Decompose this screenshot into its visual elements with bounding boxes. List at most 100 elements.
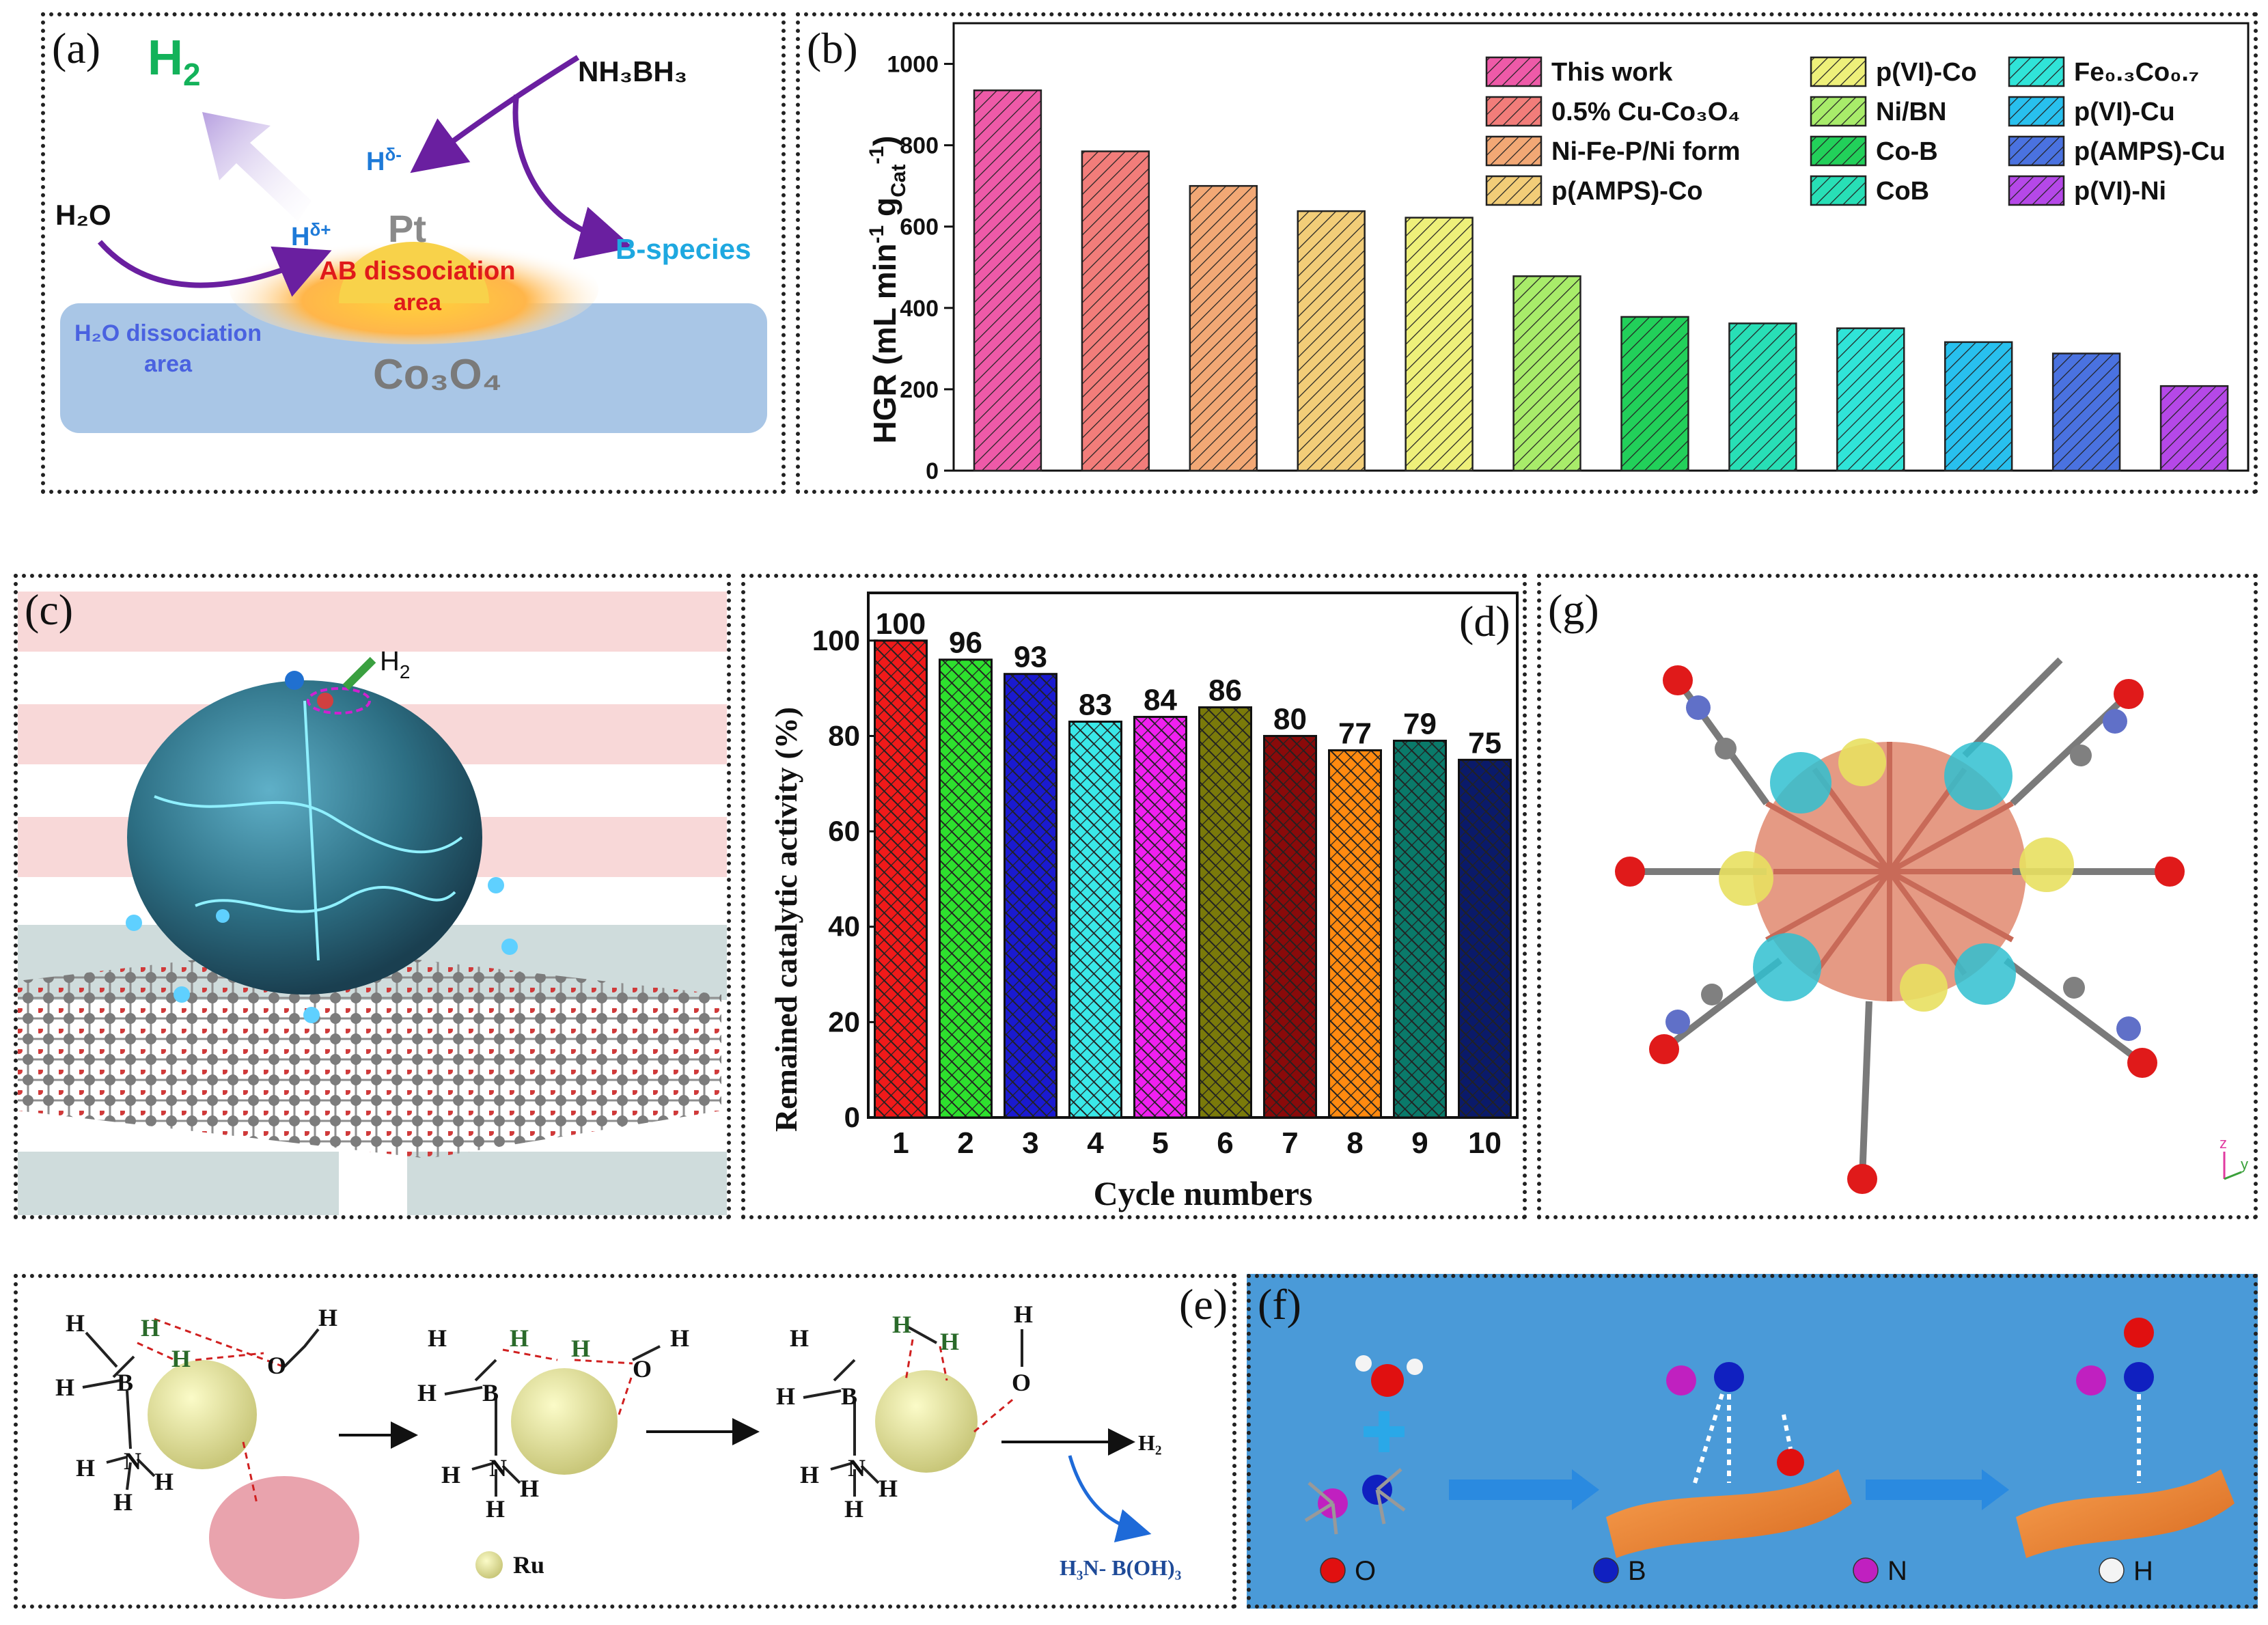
chart-b-legend-swatch: [1485, 56, 1543, 87]
chart-b-ylabel: HGR (mL min-1 gCat-1): [866, 136, 910, 444]
glow-1: [126, 915, 142, 931]
atom-h-e24: H: [1014, 1301, 1033, 1328]
arrow-f1-head: [1572, 1469, 1599, 1510]
h2o-text: H₂O: [55, 199, 111, 231]
panel-e-mechanism: H H B N H H H H H O H H H B N H H H H H …: [55, 1280, 1228, 1599]
chart-b-legend-swatch: [2008, 175, 2065, 206]
atom-n-3: [1665, 1010, 1690, 1034]
atom-o-e1: O: [267, 1352, 286, 1379]
atom-h-e5: H: [113, 1488, 133, 1516]
chart-d-data-label: 86: [1208, 674, 1242, 708]
atom-n-2: [2103, 709, 2127, 734]
atom-h-e15: H: [571, 1335, 590, 1362]
isosurface-6: [1900, 964, 1948, 1012]
s2-o: [2124, 1318, 2154, 1348]
ru-legend-sphere: [475, 1551, 503, 1579]
atom-o-7: [1847, 1164, 1877, 1194]
metal-nanoparticle: [127, 680, 482, 995]
chart-b-legend-label: Ni-Fe-P/Ni form: [1551, 137, 1741, 166]
h2o-area-text: H₂O dissociation: [74, 320, 262, 346]
chart-d-ytick-label: 20: [828, 1005, 860, 1038]
atom-h-e19: H: [800, 1461, 819, 1488]
ru-sphere-1: [148, 1360, 257, 1469]
h-minus-text: Hδ-: [366, 144, 402, 176]
chart-d-bar: [939, 658, 993, 1119]
chart-b-legend-swatch: [2008, 56, 2065, 87]
chart-d-xtick-label: 5: [1152, 1126, 1168, 1160]
chart-b-legend-label: p(VI)-Cu: [2074, 98, 2175, 126]
atom-h-e2: H: [55, 1374, 74, 1401]
chart-b-ytick-label: 600: [900, 214, 939, 240]
atom-o-1: [1663, 665, 1693, 695]
glow-4: [488, 877, 504, 893]
atom-h-e7: H: [171, 1345, 191, 1372]
chart-d-data-label: 100: [876, 607, 926, 641]
s1-dash: [1693, 1393, 1793, 1484]
chart-b-ytick-label: 1000: [887, 52, 939, 78]
plus-sign: [1364, 1411, 1405, 1452]
chart-d-xtick-label: 4: [1087, 1126, 1104, 1160]
atom-o-5: [1649, 1034, 1679, 1064]
bspecies-arrow: [512, 94, 633, 260]
chart-d-data-label: 80: [1273, 702, 1307, 736]
atom-h-e14: H: [510, 1324, 529, 1352]
chart-b-bar: [2051, 352, 2121, 472]
panel-a: (a) H2 NH₃BH₃ H₂O Hδ- Hδ+ Pt AB dissocia…: [41, 12, 786, 494]
band-6: [407, 1152, 727, 1215]
arrow-f2-head: [1982, 1469, 2009, 1510]
chart-b-legend-label: p(VI)-Ni: [2074, 177, 2166, 206]
h-plus-text: Hδ+: [291, 219, 331, 251]
panel-c-label: (c): [25, 585, 73, 634]
atom-b-e2: B: [482, 1379, 499, 1406]
step1-hbond: [137, 1318, 285, 1504]
catalyst-sheet-2: [2016, 1469, 2235, 1558]
ab-molecule-ring: [307, 687, 371, 714]
isosurface-3: [1753, 933, 1821, 1001]
chart-b-legend-swatch: [1810, 56, 1867, 87]
chart-b-legend-swatch: [1485, 135, 1543, 167]
atom-n-e1: N: [124, 1447, 141, 1475]
chart-b-bar: [1297, 210, 1366, 472]
chart-d-data-label: 84: [1144, 684, 1177, 717]
chart-d-xtick-label: 8: [1346, 1126, 1363, 1160]
chart-d-xtick-label: 3: [1022, 1126, 1038, 1160]
s1-n: [1666, 1365, 1696, 1395]
chart-b-bar: [1081, 150, 1150, 472]
h2-release-arrow: [202, 112, 312, 221]
panel-g: (g) z y: [1537, 574, 2258, 1219]
chart-d-ytick-label: 0: [844, 1101, 860, 1133]
s2-n: [2076, 1365, 2106, 1395]
atom-n-4: [2116, 1016, 2141, 1041]
panel-e-label: (e): [1179, 1280, 1228, 1329]
h2-product-text: H₂: [1138, 1430, 1161, 1455]
chart-b-legend-swatch: [1810, 175, 1867, 206]
chart-d: (d) Remained catalytic activity (%) Cycl…: [769, 592, 1519, 1212]
byproduct-text: H₃N- B(OH)₃: [1060, 1555, 1181, 1580]
support-particle: [209, 1476, 359, 1599]
chart-b-bar: [1620, 316, 1689, 472]
chart-d-data-label: 83: [1079, 689, 1112, 722]
legend-atom-icon: [1853, 1557, 1879, 1583]
ru-sphere-3: [875, 1370, 978, 1473]
chart-b-bar: [1728, 322, 1797, 472]
chart-d-data-label: 77: [1338, 717, 1372, 750]
chart-d-bar: [874, 639, 928, 1119]
atom-h-e10: H: [417, 1379, 437, 1406]
chart-b-bar: [1944, 341, 2013, 472]
chart-d-bar: [1263, 734, 1317, 1119]
atom-o-6: [2127, 1048, 2157, 1078]
atom-b-e1: B: [117, 1369, 133, 1396]
atom-h-e4: H: [154, 1468, 174, 1495]
chart-d-ytick-label: 100: [812, 624, 860, 656]
atom-c-2: [2070, 745, 2092, 766]
chart-b-legend-swatch: [1810, 96, 1867, 127]
chart-b-ytick-label: 0: [926, 458, 939, 484]
chart-d-xtick-label: 10: [1468, 1126, 1502, 1160]
chart-b-legend-label: p(VI)-Co: [1876, 58, 1977, 87]
chart-d-xtick-label: 6: [1217, 1126, 1233, 1160]
chart-b-legend-swatch: [1485, 175, 1543, 206]
legend-atom-label: N: [1887, 1556, 1907, 1586]
chart-d-xtick-label: 7: [1282, 1126, 1298, 1160]
